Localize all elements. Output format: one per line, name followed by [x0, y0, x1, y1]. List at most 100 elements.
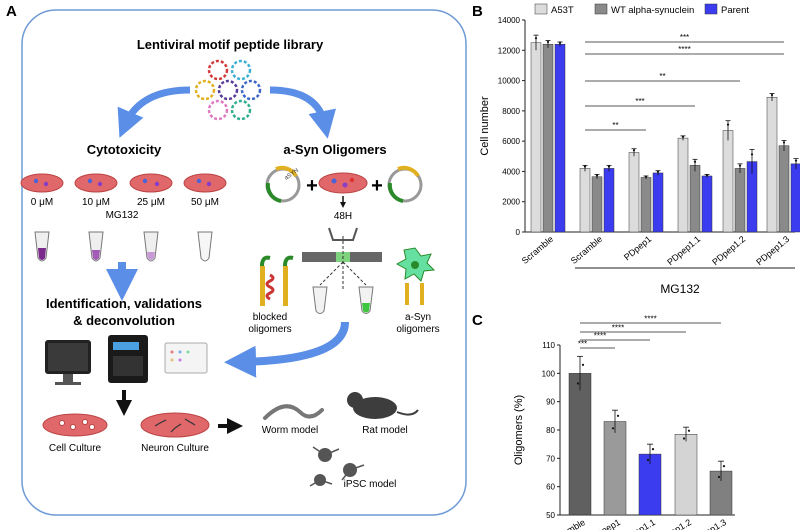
data-point	[558, 41, 562, 44]
data-point	[687, 429, 691, 432]
petri-dish-icon	[318, 172, 368, 194]
plus-icon: +	[371, 175, 383, 197]
arrow-to-identification	[224, 321, 349, 378]
sorter-icon	[302, 227, 382, 290]
petri-dish-icon	[183, 173, 227, 193]
y-tick-label: 6000	[502, 137, 520, 146]
significance-label: **	[659, 72, 665, 81]
data-point	[656, 170, 660, 173]
data-point	[750, 153, 754, 156]
y-tick-label: 90	[546, 398, 555, 407]
data-point	[581, 363, 585, 366]
x-axis-title: MG132	[660, 282, 700, 296]
arrow-to-oligomers	[269, 86, 336, 139]
legend-swatch	[594, 3, 608, 15]
y-tick-label: 110	[542, 341, 555, 350]
y-tick-label: 80	[546, 426, 555, 435]
data-point	[546, 40, 550, 44]
significance-label: ****	[612, 324, 624, 333]
blocked-label-line1: blocked	[253, 312, 287, 323]
x-tick-label: PDpep1.2	[710, 234, 747, 267]
identification-title-line2: & deconvolution	[73, 313, 175, 328]
significance-label: ***	[635, 97, 644, 106]
data-point	[646, 458, 650, 462]
significance-label: ****	[644, 315, 656, 324]
y-tick-label: 70	[546, 454, 555, 463]
bar	[677, 137, 689, 233]
bar	[591, 176, 603, 233]
bar	[701, 175, 713, 233]
y-axis-title: Oligomers (%)	[513, 395, 525, 465]
tube-icon	[88, 231, 104, 262]
library-title: Lentiviral motif peptide library	[137, 37, 324, 52]
x-tick-label: PDpep1.1	[665, 234, 702, 267]
y-axis-title: Cell number	[479, 96, 491, 156]
computer-icon	[45, 340, 91, 385]
bar	[790, 163, 800, 233]
x-tick-label: PDpep1	[589, 517, 622, 530]
data-point	[705, 173, 709, 177]
bar	[568, 373, 592, 516]
y-tick-label: 100	[542, 369, 556, 378]
panel-c-label: C	[472, 312, 483, 329]
bar	[674, 434, 698, 516]
ipsc-model-label: iPSC model	[344, 479, 397, 490]
identification-title-line1: Identification, validations	[46, 296, 202, 311]
bar	[640, 177, 652, 233]
neuron-culture-dish-icon	[140, 412, 210, 438]
petri-dish-icon	[20, 173, 64, 193]
bar	[734, 168, 746, 233]
arrow-to-cytotoxicity	[117, 86, 191, 138]
bar	[603, 421, 627, 516]
y-tick-label: 60	[546, 483, 555, 492]
asyn-label-line1: a-Syn	[405, 312, 431, 323]
x-tick-label: PDpep1.3	[688, 517, 728, 530]
y-tick-label: 0	[516, 228, 521, 237]
plus-icon: +	[306, 175, 318, 197]
tube-icon	[358, 286, 374, 314]
legend-label: Parent	[721, 5, 749, 16]
blocked-oligomer-icon	[260, 255, 294, 306]
tube-icon	[34, 231, 50, 262]
asyn-label-line2: oligomers	[396, 324, 439, 335]
bar	[530, 42, 542, 233]
y-tick-label: 10000	[498, 77, 521, 86]
petri-dish-icon	[74, 173, 118, 193]
data-point	[616, 414, 620, 417]
bar	[628, 152, 640, 233]
concentration-label: 25 μM	[137, 197, 165, 208]
bar	[689, 165, 701, 233]
x-tick-label: PDpep1.3	[754, 234, 791, 267]
panel-b-label: B	[472, 3, 483, 20]
petri-dish-icon	[129, 173, 173, 193]
significance-label: ***	[680, 33, 689, 42]
bar	[554, 43, 566, 233]
tube-icon	[197, 231, 213, 262]
rat-icon	[347, 392, 419, 419]
data-point	[681, 135, 685, 138]
panel-a: A Lentiviral motif peptide library Cytot…	[6, 3, 467, 516]
tube-icon	[143, 231, 159, 262]
data-point	[607, 165, 611, 168]
worm-icon	[263, 404, 324, 420]
y-tick-label: 4000	[502, 167, 520, 176]
x-tick-label: PDpep1	[622, 234, 653, 263]
cytotoxicity-title: Cytotoxicity	[87, 142, 162, 157]
y-tick-label: 14000	[498, 16, 521, 25]
sequencer-icon	[108, 335, 148, 383]
blocked-label-line2: oligomers	[248, 324, 291, 335]
x-tick-label: Scramble	[569, 234, 605, 266]
tube-icon	[312, 286, 328, 314]
data-point	[717, 475, 721, 479]
panel-a-label: A	[6, 3, 17, 20]
bar	[722, 130, 734, 233]
bar	[579, 168, 591, 233]
plasmid-icon	[387, 165, 423, 203]
worm-model-label: Worm model	[262, 425, 319, 436]
data-point	[682, 437, 686, 440]
y-tick-label: 8000	[502, 107, 520, 116]
data-point	[722, 465, 726, 468]
